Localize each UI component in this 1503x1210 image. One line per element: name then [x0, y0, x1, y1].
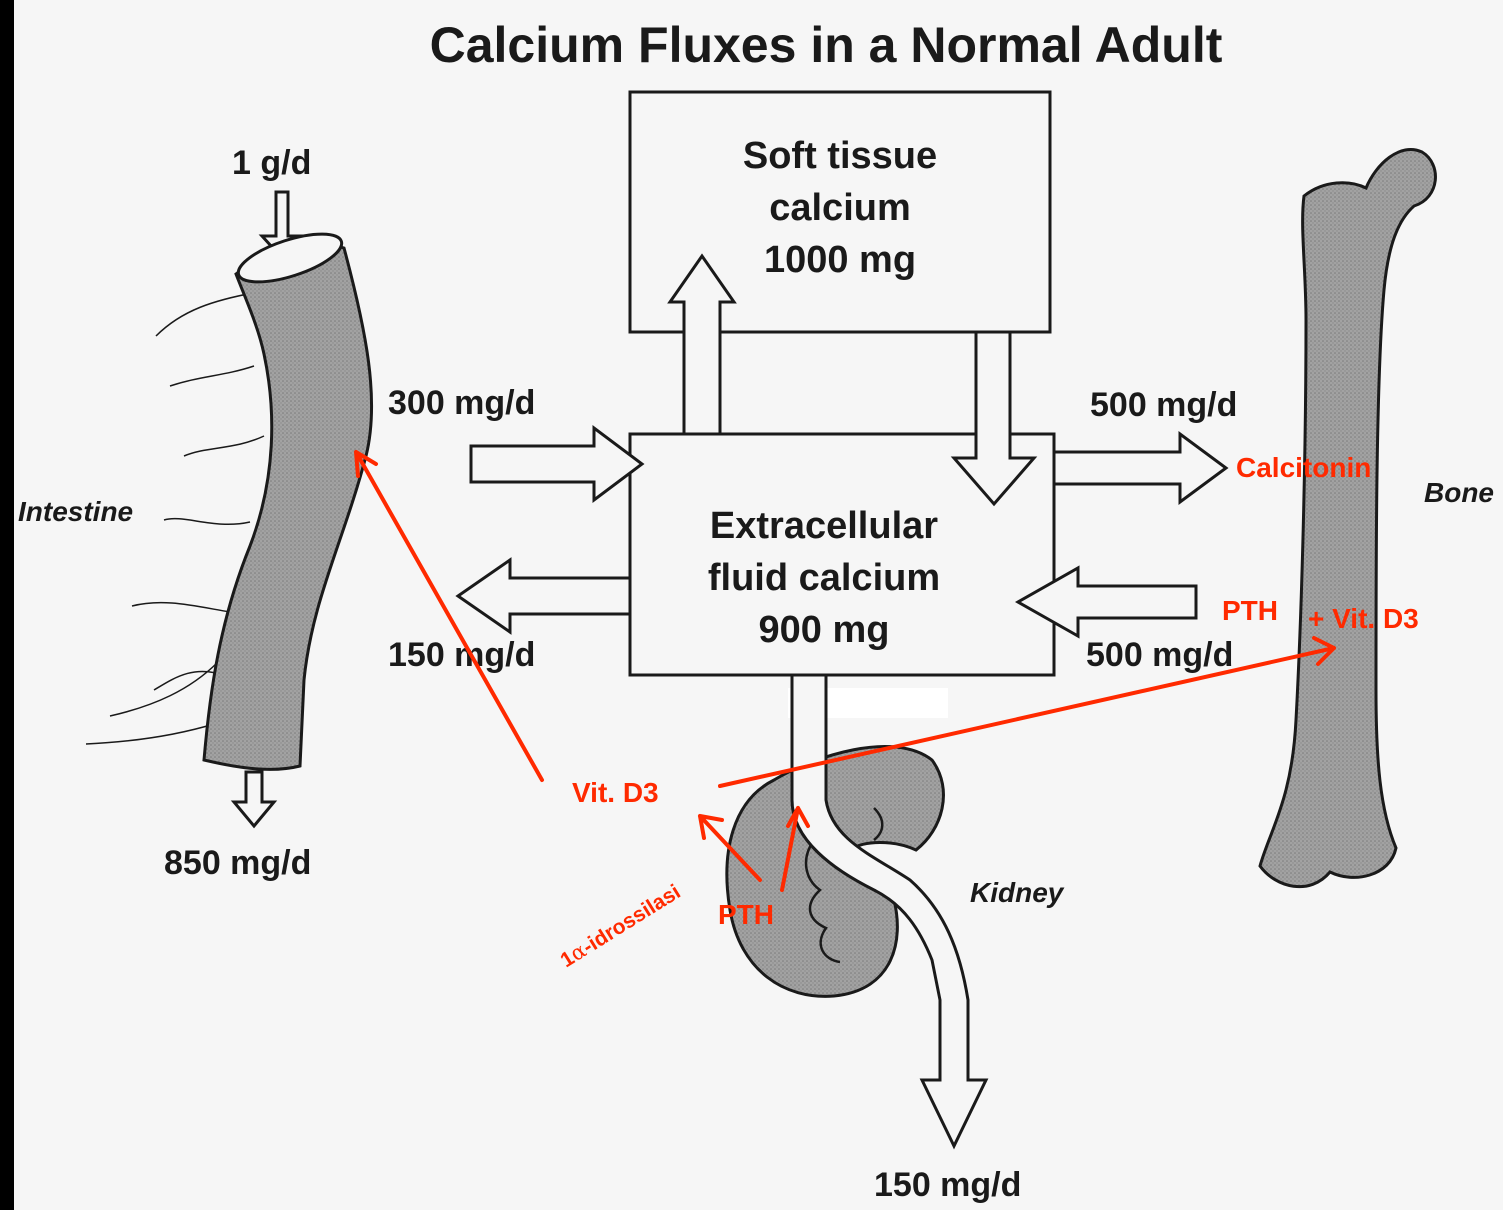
pth-kidney-label: PTH: [718, 899, 774, 930]
box-connectors: [712, 332, 976, 434]
diagram-title: Calcium Fluxes in a Normal Adult: [430, 17, 1223, 73]
bone-resorption-label: 500 mg/d: [1086, 636, 1233, 674]
ecf-line1: Extracellular: [710, 505, 938, 547]
bone-illustration: [1260, 150, 1435, 887]
urinary-loss-label: 150 mg/d: [874, 1166, 1021, 1204]
absorption-label: 300 mg/d: [388, 384, 535, 422]
kidney-illustration: [727, 747, 944, 997]
arrow-bone-resorption: [1018, 568, 1196, 636]
diagram-canvas: Calcium Fluxes in a Normal Adult Soft ti…: [14, 0, 1503, 1210]
bone-label: Bone: [1424, 477, 1494, 508]
calcitonin-label: Calcitonin: [1236, 452, 1371, 483]
pth-bone-label: PTH: [1222, 595, 1278, 626]
arrow-intestinal-secretion: [458, 560, 630, 632]
fecal-loss-label: 850 mg/d: [164, 844, 311, 882]
vitd3-to-intestine-arrow: [356, 452, 542, 780]
intake-label: 1 g/d: [232, 144, 311, 182]
arrow-bone-formation: [1054, 434, 1226, 502]
arrow-soft-tissue-to-ecf: [954, 332, 1034, 504]
vitd3-label: Vit. D3: [572, 777, 659, 808]
bone-formation-label: 500 mg/d: [1090, 386, 1237, 424]
hydroxylation-label: 1α-idrossilasi: [556, 879, 685, 972]
soft-tissue-line1: Soft tissue: [743, 135, 937, 177]
ecf-line2: fluid calcium: [708, 557, 940, 599]
ecf-line3: 900 mg: [759, 609, 890, 651]
intestine-label: Intestine: [18, 496, 133, 527]
soft-tissue-line2: calcium: [769, 187, 911, 229]
kidney-label: Kidney: [970, 877, 1065, 908]
arrow-ecf-to-soft-tissue: [670, 256, 734, 434]
soft-tissue-line3: 1000 mg: [764, 239, 916, 281]
plus-vitd3-label: + Vit. D3: [1308, 603, 1419, 634]
arrow-fecal-loss: [234, 772, 274, 826]
arrow-intestine-absorption: [471, 428, 642, 500]
calcium-flux-diagram: Calcium Fluxes in a Normal Adult Soft ti…: [14, 0, 1503, 1210]
